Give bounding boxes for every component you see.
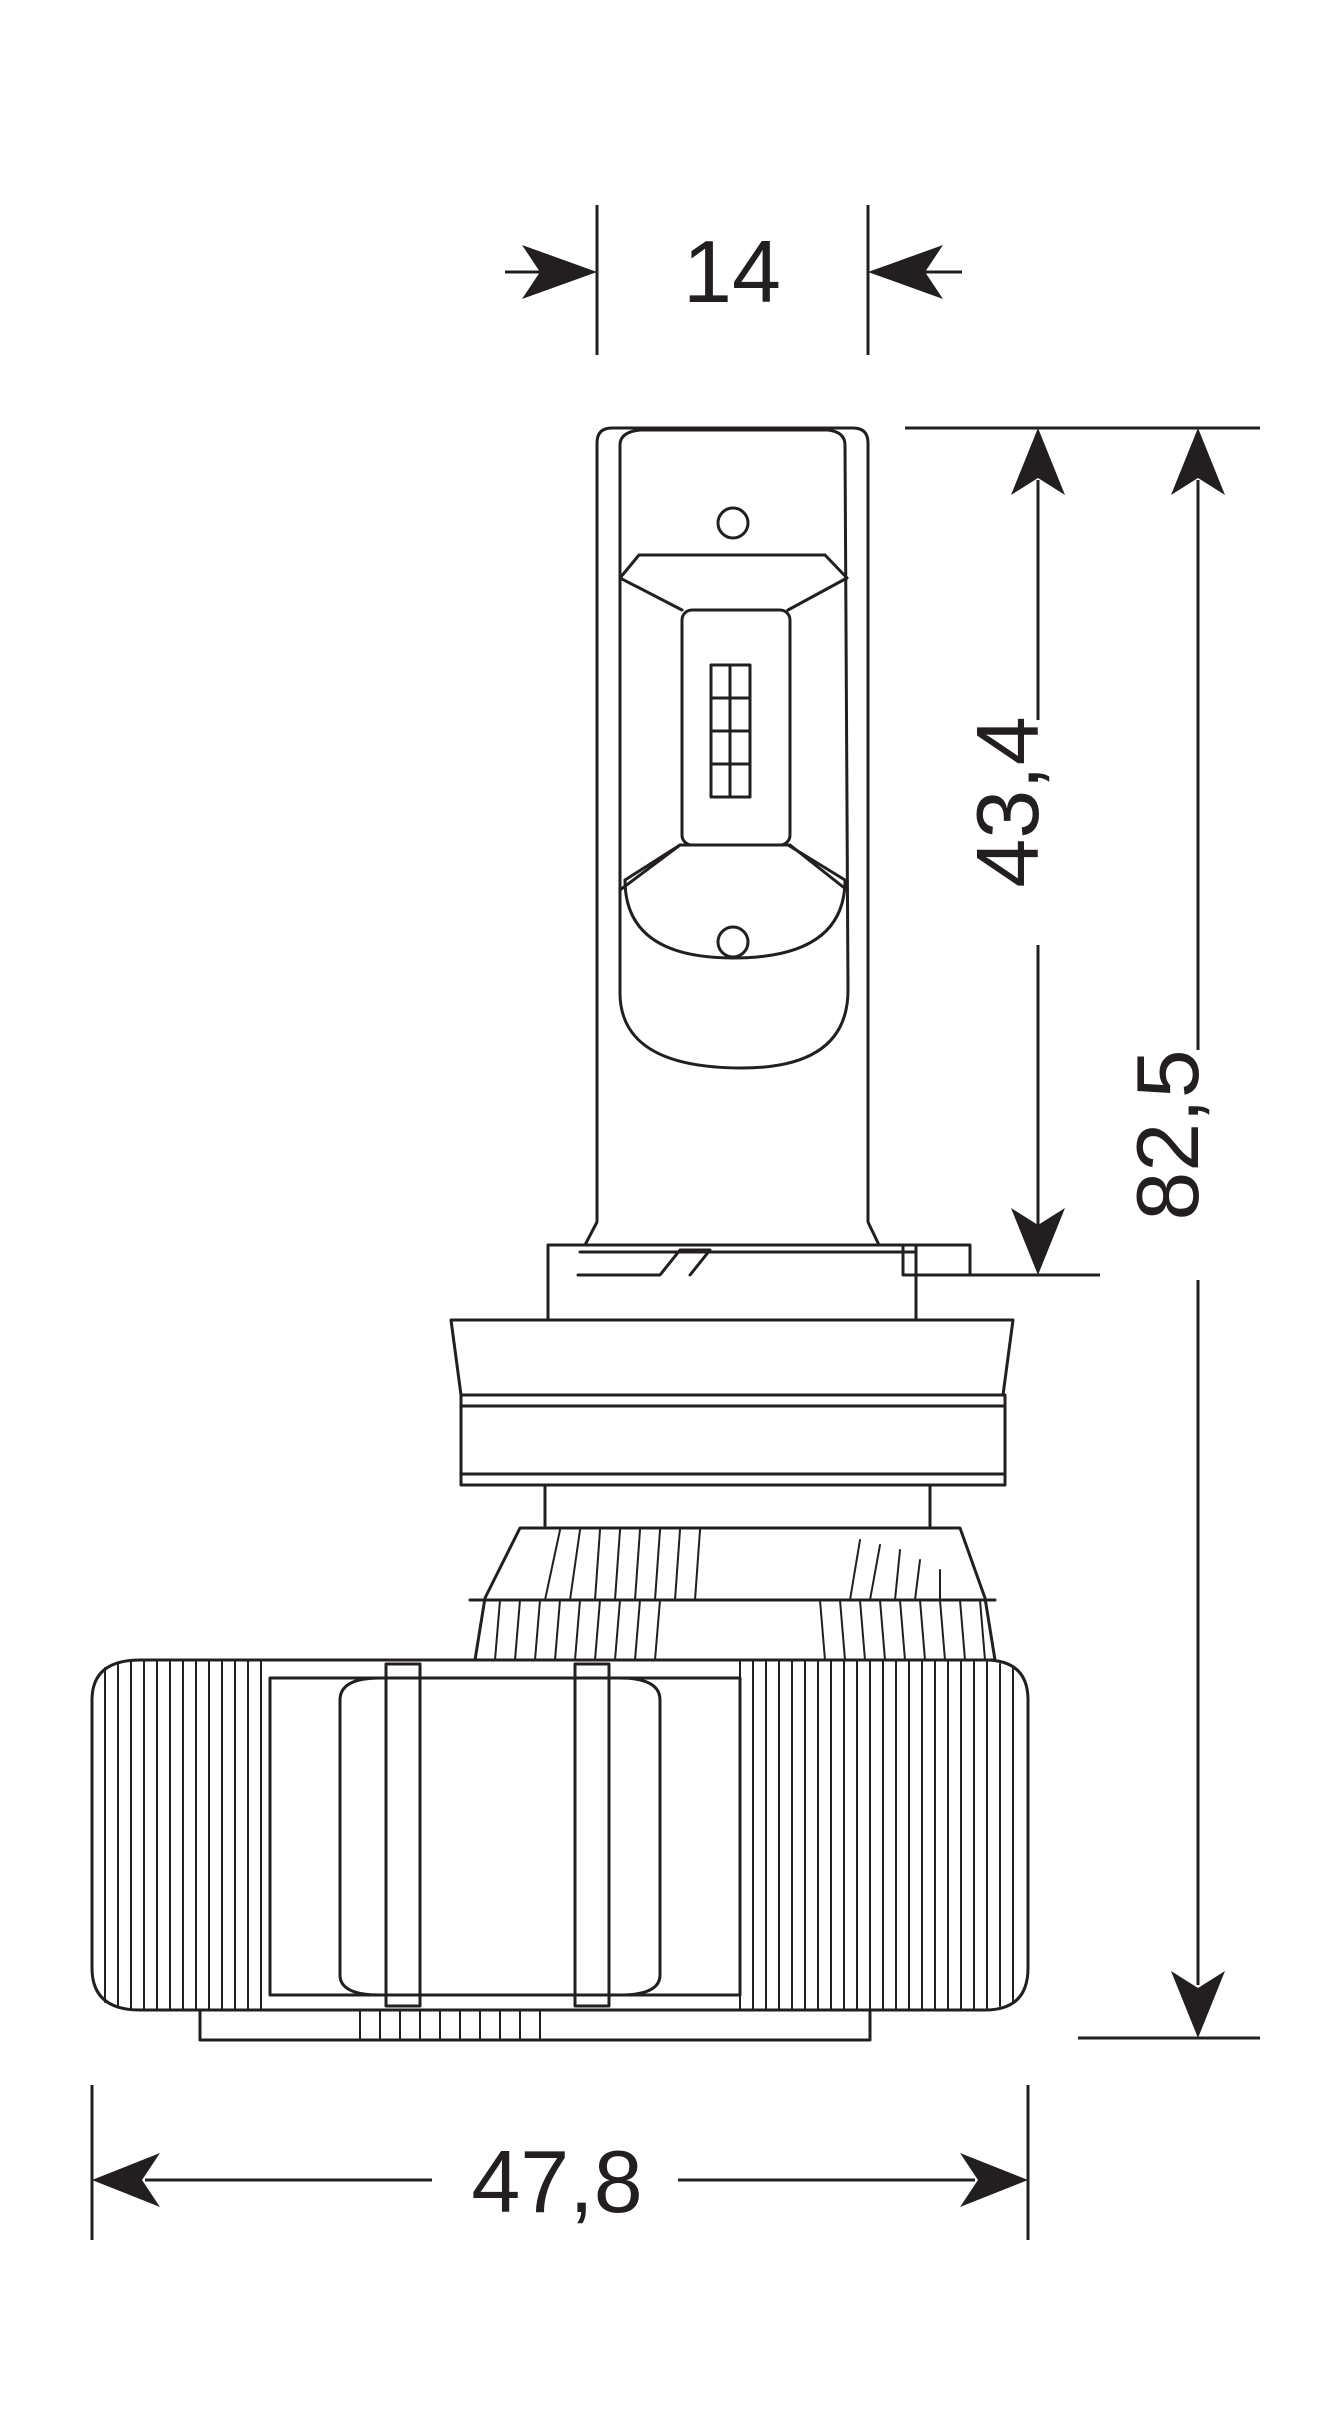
arrow-up-icon — [1011, 428, 1065, 495]
main-heatsink — [90, 1658, 1030, 2042]
base-fins — [359, 2009, 541, 2041]
upper-fins-front — [494, 1599, 986, 1661]
heatsink-outline — [90, 1658, 1030, 2012]
dimension-overall-height: 82,5 — [1078, 428, 1260, 2040]
collar-key — [576, 1248, 712, 1277]
dimension-label-led-height: 43,4 — [958, 716, 1057, 887]
stem-inner-panel — [618, 428, 850, 1070]
chip-lower-frame — [623, 843, 847, 960]
dimension-led-height: 43,4 — [905, 426, 1260, 1277]
flange-upper — [449, 1318, 1015, 1397]
chip-bevel-tl — [618, 576, 684, 612]
rivet-top — [716, 506, 750, 540]
bulb-collar — [449, 1243, 1015, 1530]
chip-mount-top — [618, 553, 849, 580]
heatsink-base — [198, 2008, 872, 2042]
led-chip-board — [680, 608, 792, 847]
dimension-top-width: 14 — [505, 205, 962, 355]
arrow-right-icon — [522, 245, 597, 299]
heatsink-face-panel — [338, 1676, 662, 1997]
collar-upper — [546, 1243, 918, 1322]
arrow-down-icon — [1011, 1208, 1065, 1275]
arrow-left-icon — [92, 2153, 160, 2207]
stem-outline — [583, 426, 881, 1247]
flange-ring — [459, 1393, 1007, 1487]
led-stem — [583, 426, 881, 1247]
arrow-down-icon — [1171, 1971, 1225, 2038]
rivet-bottom — [716, 925, 750, 959]
neck — [543, 1483, 932, 1530]
upper-heatsink-outline — [473, 1526, 997, 1662]
chip-bevel-tr — [786, 576, 849, 612]
upper-fins-back — [544, 1529, 941, 1601]
dimension-overall-width: 47,8 — [90, 2085, 1030, 2240]
arrow-left-icon — [868, 245, 943, 299]
dimension-label-top-width: 14 — [683, 222, 781, 321]
upper-heatsink — [468, 1526, 997, 1662]
dimension-label-overall-width: 47,8 — [471, 2132, 642, 2231]
locking-tab — [901, 1243, 972, 1277]
arrow-up-icon — [1171, 428, 1225, 495]
right-fins — [739, 1660, 1014, 2010]
arrow-right-icon — [960, 2153, 1028, 2207]
dimension-label-overall-height: 82,5 — [1118, 1049, 1217, 1220]
heatsink-rib-left — [384, 1662, 422, 2008]
left-fins — [104, 1660, 262, 2010]
heatsink-rib-right — [573, 1662, 611, 2008]
